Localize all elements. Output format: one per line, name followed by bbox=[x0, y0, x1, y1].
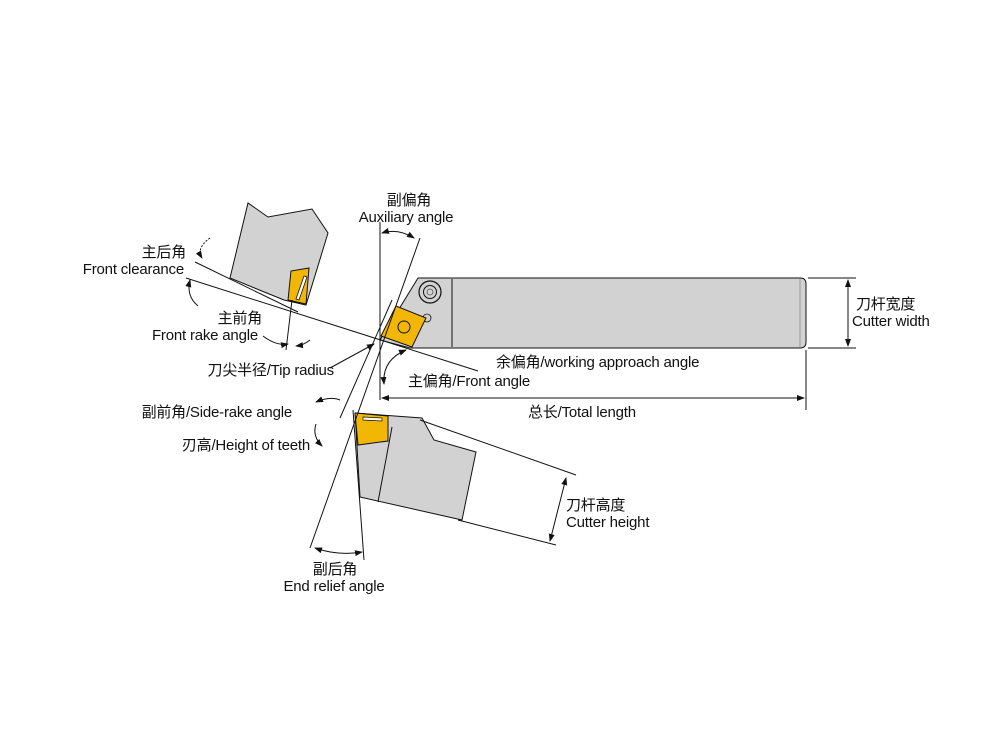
cutter-height-label-en: Cutter height bbox=[566, 514, 650, 531]
front-clearance-label-en: Front clearance bbox=[82, 261, 184, 278]
clearance-reference-line bbox=[194, 261, 299, 313]
front-rake-angle-label-zh: 主前角 bbox=[217, 310, 263, 327]
auxiliary-angle-arc bbox=[381, 228, 415, 239]
cutter-width-label-zh: 刀杆宽度 bbox=[856, 296, 916, 313]
front-rake-angle-label-en: Front rake angle bbox=[151, 327, 258, 344]
insert-hole-icon bbox=[397, 320, 411, 334]
tool-shank bbox=[379, 277, 807, 349]
height-teeth-arc bbox=[314, 423, 323, 447]
rake-reference-line bbox=[285, 299, 293, 351]
front-rake-arc-2 bbox=[295, 339, 311, 349]
end-relief-arc bbox=[314, 547, 363, 557]
side-rake-angle-label: 副前角/Side-rake angle bbox=[141, 404, 293, 421]
end-relief-vertical-line bbox=[352, 409, 365, 561]
height-top-line bbox=[419, 419, 577, 476]
end-relief-angle-label-zh: 副后角 bbox=[312, 561, 358, 578]
auxiliary-angle-label-zh: 副偏角 bbox=[386, 192, 432, 209]
front-clearance-arc-2 bbox=[185, 279, 199, 307]
height-bottom-line bbox=[457, 519, 557, 546]
front-rake-arc bbox=[262, 335, 289, 349]
clamp-screw-icon bbox=[418, 280, 442, 304]
end-relief-angle-label-en: End relief angle bbox=[283, 578, 385, 595]
tip-bisector-line bbox=[339, 299, 393, 419]
front-reference-line bbox=[185, 277, 479, 372]
auxiliary-edge-line bbox=[309, 237, 421, 549]
cutter-width-label-en: Cutter width bbox=[852, 313, 930, 330]
front-section-view bbox=[229, 202, 329, 306]
tip-radius-arrow bbox=[329, 343, 375, 369]
working-approach-angle-label: 余偏角/working approach angle bbox=[496, 354, 700, 371]
tip-radius-label: 刀尖半径/Tip radius bbox=[207, 362, 335, 379]
auxiliary-angle-label-en: Auxiliary angle bbox=[358, 209, 454, 226]
total-length-label: 总长/Total length bbox=[528, 404, 636, 421]
front-angle-arc bbox=[380, 349, 407, 385]
front-clearance-label-zh: 主后角 bbox=[141, 244, 187, 261]
side-rake-arc bbox=[315, 396, 341, 403]
cutter-height-label-zh: 刀杆高度 bbox=[566, 497, 626, 514]
cutter-height-dimension bbox=[548, 477, 568, 542]
front-clearance-arc bbox=[195, 237, 211, 259]
height-of-teeth-label: 刃高/Height of teeth bbox=[181, 437, 310, 454]
front-angle-label: 主偏角/Front angle bbox=[408, 373, 531, 390]
